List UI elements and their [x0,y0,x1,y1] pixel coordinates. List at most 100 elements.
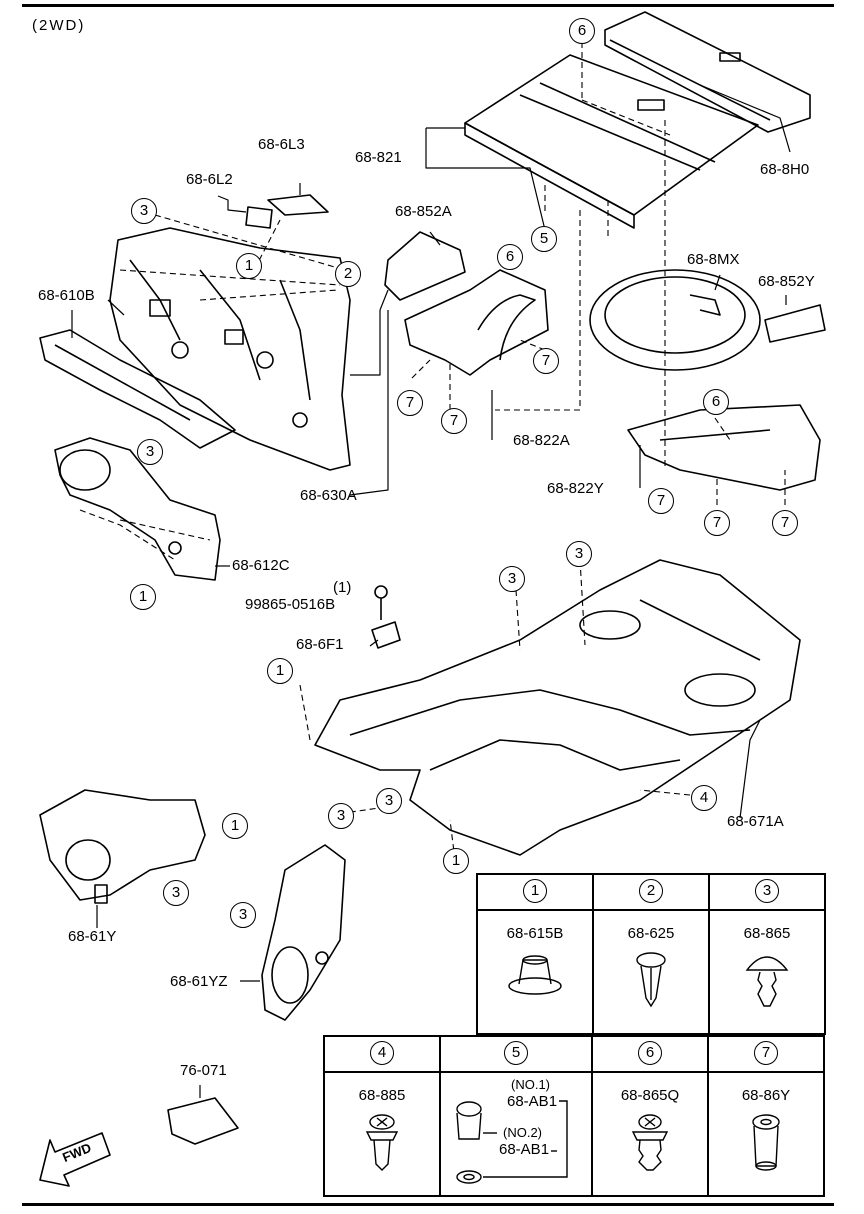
callout-3: 3 [499,566,525,592]
pad-68-852Y [764,304,826,343]
key-header-5: 5 [439,1035,593,1073]
grommet-icon [752,1114,780,1171]
key-no2-label: (NO.2) [503,1125,542,1140]
trim-68-852A [384,231,466,301]
part-label-99865-0516B: 99865-0516B [245,596,336,613]
key-header-6: 6 [591,1035,709,1073]
pad-76-071 [167,1097,239,1145]
pad-68-6L3 [267,194,329,216]
key-part-68-865Q: 68-865Q [620,1087,680,1104]
clip-icon [508,955,562,995]
spare-tray-68-8MX [589,269,761,371]
callout-7: 7 [772,510,798,536]
key-number-7: 7 [754,1041,778,1065]
clip-68-6F1 [371,621,401,649]
part-qty-label: (1) [333,579,352,596]
part-label-76-071: 76-071 [180,1062,227,1079]
callout-1: 1 [222,813,248,839]
insulator-center [404,269,549,376]
trunk-board-68-8H0 [604,11,811,133]
callout-1: 1 [267,658,293,684]
key-part-68-AB1-no2: 68-AB1 [499,1141,550,1158]
bottom-rule [22,1203,834,1206]
key-header-4: 4 [323,1035,441,1073]
key-number-1: 1 [523,879,547,903]
callout-3: 3 [328,803,354,829]
part-label-68-61Y: 68-61Y [68,928,117,945]
two-piece-clip-icon [456,1100,568,1184]
key-cell-68-615B: 68-615B [476,909,594,1035]
part-label-68-6L2: 68-6L2 [186,171,233,188]
key-number-4: 4 [370,1041,394,1065]
variant-label: (2WD) [32,17,86,34]
fwd-arrow-icon [39,1132,111,1187]
callout-6: 6 [703,389,729,415]
key-part-68-615B: 68-615B [506,925,564,942]
screw-clip-icon [631,1114,669,1171]
mushroom-clip-icon [745,956,789,1007]
screw-99865 [374,585,388,620]
callout-7: 7 [441,408,467,434]
part-label-68-852Y: 68-852Y [758,273,815,290]
part-label-68-8H0: 68-8H0 [760,161,810,178]
callout-2: 2 [335,261,361,287]
key-number-3: 3 [755,879,779,903]
key-part-68-AB1-no1: 68-AB1 [507,1093,558,1110]
key-part-68-885: 68-885 [358,1087,406,1104]
key-header-2: 2 [592,873,710,911]
part-label-68-6L3: 68-6L3 [258,136,305,153]
callout-1: 1 [443,848,469,874]
callout-3: 3 [230,902,256,928]
key-number-5: 5 [504,1041,528,1065]
callout-7: 7 [397,390,423,416]
callout-1: 1 [130,584,156,610]
callout-4: 4 [691,785,717,811]
key-part-68-625: 68-625 [627,925,675,942]
part-label-68-6F1: 68-6F1 [296,636,344,653]
key-cell-68-625: 68-625 [592,909,710,1035]
key-no1-label: (NO.1) [511,1077,550,1092]
key-cell-68-885: 68-885 [323,1071,441,1197]
callout-3: 3 [163,880,189,906]
key-part-68-865: 68-865 [743,925,791,942]
fastener-key-row-1: 1 2 3 68-615B 68-625 [476,873,826,1035]
part-label-68-612C: 68-612C [232,557,290,574]
push-pin-icon [636,952,666,1008]
callout-3: 3 [131,198,157,224]
key-number-6: 6 [638,1041,662,1065]
trunk-mat [627,404,821,491]
key-number-2: 2 [639,879,663,903]
part-label-68-822Y: 68-822Y [547,480,604,497]
dash-insulator-68-630A [109,227,351,471]
part-label-68-610B: 68-610B [38,287,95,304]
key-cell-68-865: 68-865 [708,909,826,1035]
callout-5: 5 [531,226,557,252]
key-header-3: 3 [708,873,826,911]
callout-1: 1 [236,253,262,279]
trunk-board-68-821 [464,54,759,229]
part-label-68-852A: 68-852A [395,203,452,220]
part-label-68-61YZ: 68-61YZ [170,973,228,990]
key-part-68-86Y: 68-86Y [741,1087,791,1104]
fastener-key-row-2: 4 5 6 7 68-885 (NO.1) 68-AB1 [323,1035,825,1197]
callout-7: 7 [704,510,730,536]
insulator-68-612C [54,437,221,581]
strip-68-610B [39,329,236,449]
callout-7: 7 [533,348,559,374]
key-cell-68-AB1: (NO.1) 68-AB1 (NO.2) 68-AB1 [439,1071,593,1197]
callout-3: 3 [137,439,163,465]
key-header-1: 1 [476,873,594,911]
screw-rivet-icon [365,1114,399,1171]
callout-6: 6 [497,244,523,270]
callout-6: 6 [569,18,595,44]
callout-3: 3 [376,788,402,814]
insulator-68-61YZ [261,844,346,1021]
part-label-68-671A: 68-671A [727,813,784,830]
top-rule [22,4,834,7]
key-cell-68-865Q: 68-865Q [591,1071,709,1197]
part-label-68-822A: 68-822A [513,432,570,449]
insulator-68-61Y [39,789,206,904]
callout-3: 3 [566,541,592,567]
part-label-68-630A: 68-630A [300,487,357,504]
